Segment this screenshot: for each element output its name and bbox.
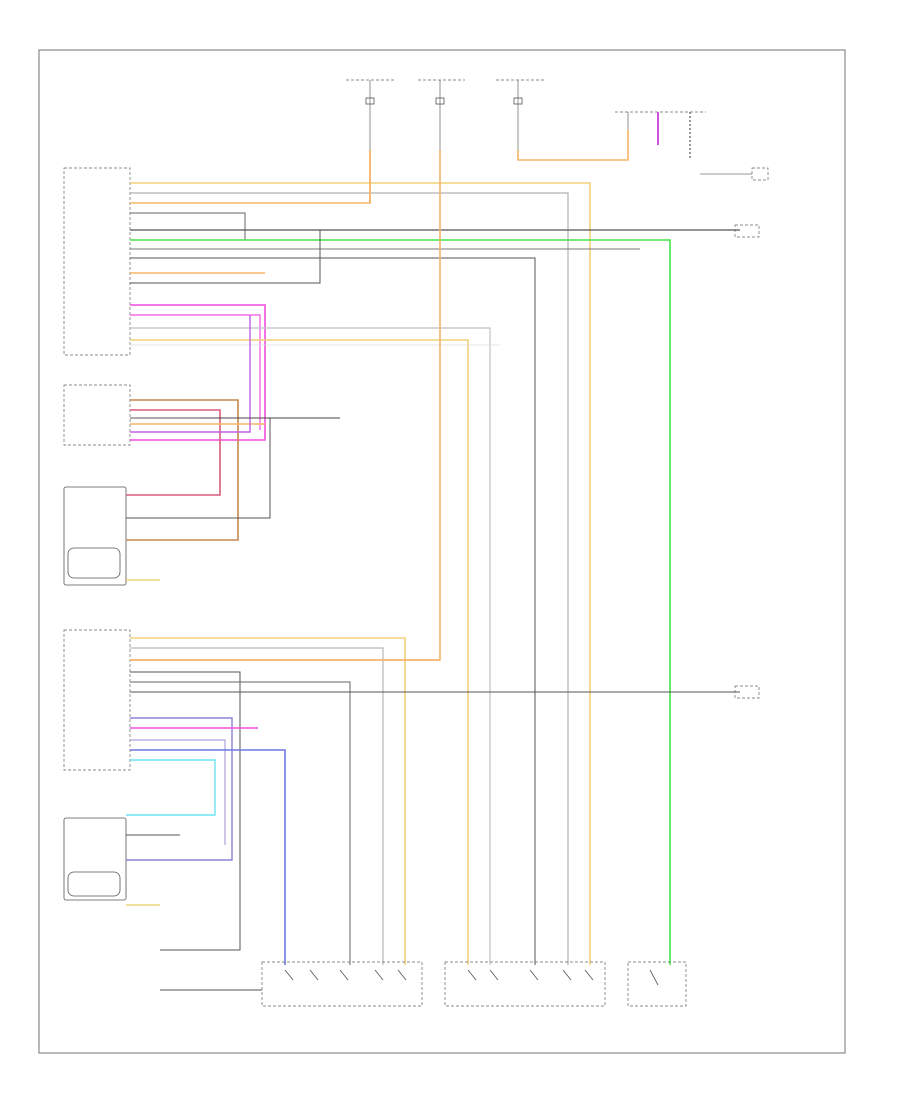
passenger-module-box [63,629,131,771]
wire-red-1 [126,409,221,496]
wire-gray-1 [130,192,569,965]
wire-black-1 [130,212,246,240]
wire-tan-1 [130,182,591,965]
wire-black-4 [130,257,536,965]
wire-tan-3 [130,637,406,965]
wire-black-12 [160,945,241,951]
diagram-frame [38,49,846,1054]
rear-window-switch [627,961,687,1007]
wire-pink-1 [130,304,266,441]
wire-tan-2 [130,339,469,965]
wire-black-9 [130,681,351,965]
right-connector-1 [734,224,760,238]
wire-violet-2 [126,717,233,861]
wire-black-5 [130,230,321,284]
wire-green-1 [130,239,671,965]
driver-lock-box [63,384,131,446]
wire-orange-fuse-2 [130,150,441,661]
driver-module-box [63,167,131,356]
wire-lightblue-1 [126,759,216,816]
top-right-connector [615,111,769,181]
fuse-block-1 [346,79,395,150]
fuse-block-2 [418,79,465,150]
passenger-motor [63,817,127,901]
wire-blue-1 [130,749,286,965]
wire-orange-fuse-3 [517,130,629,161]
wire-brown-1 [126,399,239,541]
right-connector-2 [734,685,760,699]
wire-violet-1 [130,315,251,433]
wire-violet-3 [130,739,226,845]
wire-orange-1 [130,150,371,204]
wire-gray-4 [130,647,384,965]
fuse-block-3 [496,79,545,150]
wire-black-6 [126,417,271,519]
driver-window-switch [444,961,606,1007]
passenger-window-switch [261,961,423,1007]
wire-black-8 [130,671,241,945]
driver-motor [63,486,127,586]
wire-pink-2 [130,314,261,430]
